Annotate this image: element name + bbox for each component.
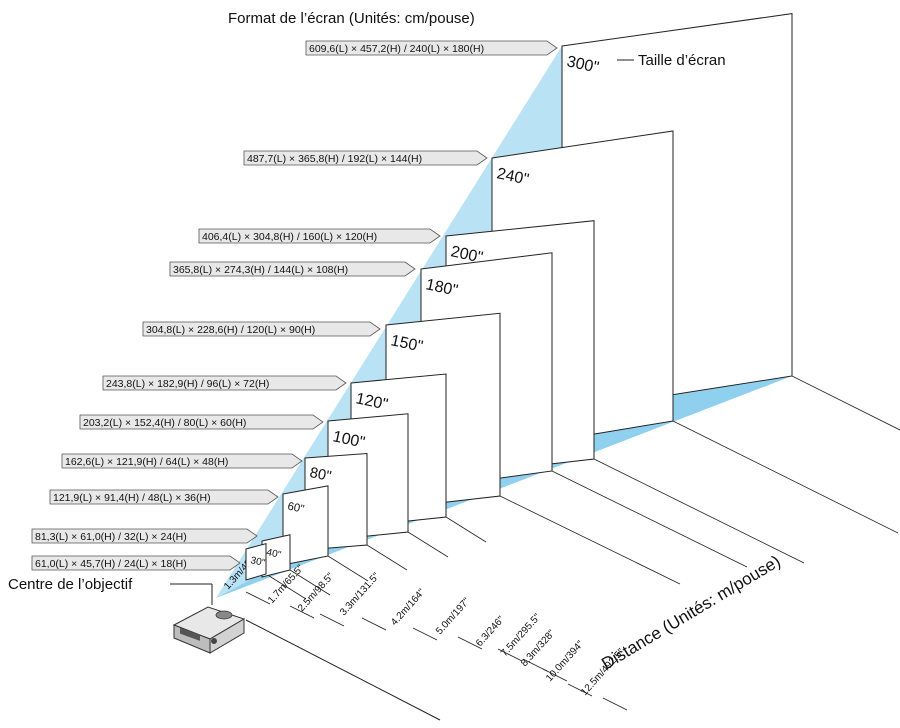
dimension-labels: 61,0(L) × 45,7(H) / 24(L) × 18(H) 81,3(L)…: [31, 40, 558, 571]
dimension-label-text: 406,4(L) × 304,8(H) / 160(L) × 120(H): [202, 231, 377, 243]
floor-line: [366, 544, 408, 571]
screen-size-label: 240": [495, 165, 530, 188]
distance-axis-label: Distance (Unités: m/pouse): [598, 552, 784, 674]
dimension-label-box: [31, 528, 258, 544]
floor-line: [672, 420, 899, 534]
distance-tick: [567, 683, 593, 697]
dimension-label-box: [49, 489, 279, 505]
distance-tick: [457, 636, 483, 650]
projection-screen: [245, 542, 267, 581]
floor-line: [593, 458, 805, 564]
dimension-label-text: 61,0(L) × 45,7(H) / 24(L) × 18(H): [35, 558, 187, 570]
distance-tick: [289, 605, 315, 619]
dimension-label-text: 81,3(L) × 61,0(H) / 32(L) × 24(H): [35, 531, 187, 543]
dimension-label-text: 304,8(L) × 228,6(H) / 120(L) × 90(H): [146, 324, 315, 336]
floor-line: [445, 516, 487, 543]
dimension-label-text: 121,9(L) × 91,4(H) / 48(L) × 36(H): [53, 492, 211, 504]
screen-size-label: Taille d’écran: [638, 52, 726, 69]
screen-size-label: 300": [565, 53, 600, 76]
dimension-label-text: 487,7(L) × 365,8(H) / 192(L) × 144(H): [247, 153, 422, 165]
distance-tick: [602, 697, 628, 711]
screen-size-label: 180": [424, 276, 459, 299]
dimension-label-box: [169, 261, 416, 277]
dimension-label-box: [61, 453, 303, 469]
distance-tick: [412, 627, 438, 641]
distance-tick: [497, 648, 523, 662]
dimension-label-box: [142, 321, 381, 337]
floor-line: [289, 569, 331, 596]
screen-stack: 300" 240" 200" 180" 150" 120" 100" 80" 60" 40"30": [245, 13, 793, 581]
screen-size-label: 40": [265, 547, 282, 561]
floor-line: [265, 573, 307, 600]
distance-value: 5.0m/197": [434, 596, 473, 637]
dimension-label-text: 162,6(L) × 121,9(H) / 64(L) × 48(H): [65, 456, 228, 468]
distance-value: 6.3/246": [474, 614, 507, 649]
distance-tick: [245, 591, 271, 605]
lens-center-label: Centre de l’objectif: [8, 576, 133, 593]
distance-value: 10.0m/394": [544, 639, 586, 684]
dimension-label-text: 243,8(L) × 182,9(H) / 96(L) × 72(H): [106, 378, 269, 390]
floor-line: [499, 495, 681, 585]
dimension-label-box: [243, 150, 488, 166]
dimension-label-box: [198, 228, 441, 244]
header-title: Format de l’écran (Unités: cm/pouse): [228, 10, 475, 27]
distance-tick: [319, 613, 345, 627]
distance-baseline: [245, 619, 441, 721]
screen-size-label: 120": [354, 390, 389, 413]
distance-tick: [361, 617, 387, 631]
projector-icon: [172, 606, 246, 654]
screen-size-label: 200": [449, 243, 484, 266]
dimension-label-box: [102, 375, 347, 391]
screen-size-label: 60": [286, 501, 305, 516]
dimension-label-box: [31, 555, 241, 571]
screen-size-label: 150": [389, 332, 424, 355]
floor-line: [327, 555, 369, 582]
floor-line: [407, 531, 449, 558]
screen-size-label: 100": [331, 428, 366, 451]
dimension-label-box: [305, 40, 558, 56]
beam-top-fan: [216, 46, 562, 598]
distance-tick: [542, 668, 568, 682]
screen-size-label: 80": [308, 465, 332, 485]
dimension-label-text: 609,6(L) × 457,2(H) / 240(L) × 180(H): [309, 43, 484, 55]
dimension-label-box: [79, 414, 324, 430]
dimension-label-text: 203,2(L) × 152,4(H) / 80(L) × 60(H): [83, 417, 246, 429]
dimension-label-text: 365,8(L) × 274,3(H) / 144(L) × 108(H): [173, 264, 348, 276]
floor-line: [791, 375, 900, 431]
distance-value: 3.3m/131.5": [338, 570, 382, 618]
distance-value: 4.2m/164": [389, 587, 428, 628]
screen-size-label: 30": [249, 555, 266, 569]
floor-line: [551, 470, 748, 568]
